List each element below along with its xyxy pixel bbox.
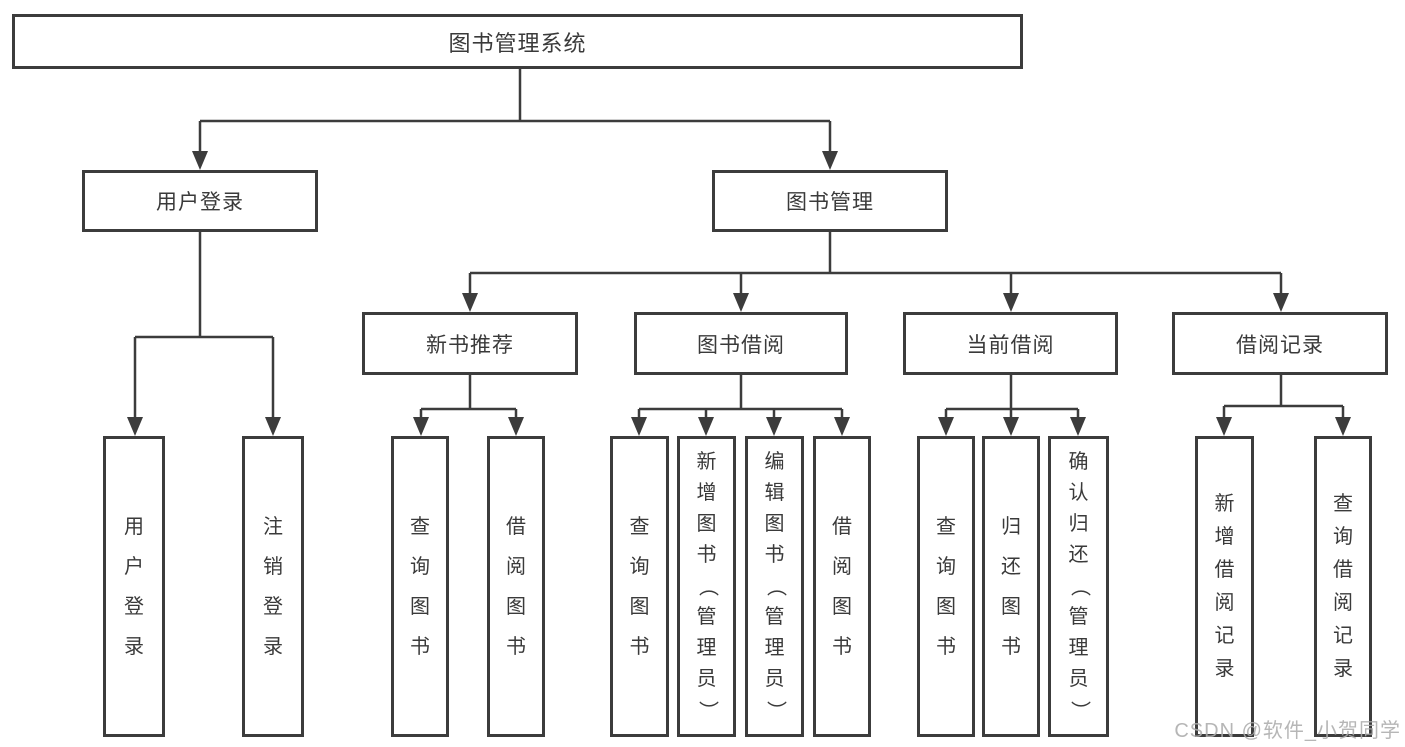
- node-label: 新增图书（管理员）: [696, 451, 718, 721]
- node-leaf-logout: 注销登录: [242, 436, 304, 737]
- node-new-book-recommend: 新书推荐: [362, 312, 578, 375]
- node-label: 借阅记录: [1236, 333, 1324, 357]
- node-book-borrow: 图书借阅: [634, 312, 848, 375]
- connector-user-login-children: [133, 232, 275, 419]
- node-label: 借阅图书: [506, 515, 526, 658]
- node-root-system: 图书管理系统: [12, 14, 1023, 69]
- connector-root-to-level2: [198, 69, 832, 152]
- connector-current-borrow-children: [944, 375, 1080, 419]
- node-leaf-bb-borrow-book: 借阅图书: [813, 436, 871, 737]
- node-label: 查询图书: [936, 515, 956, 658]
- connector-book-borrow-children: [637, 375, 844, 419]
- node-borrow-record: 借阅记录: [1172, 312, 1388, 375]
- csdn-watermark: CSDN @软件_小贺同学: [1174, 720, 1401, 742]
- node-label: 当前借阅: [966, 333, 1055, 357]
- node-label: 查询图书: [410, 515, 430, 658]
- node-leaf-bb-add-book: 新增图书（管理员）: [677, 436, 736, 737]
- connector-book-management-children: [468, 232, 1283, 295]
- connector-new-book-children: [419, 375, 518, 419]
- node-leaf-br-add-record: 新增借阅记录: [1195, 436, 1254, 737]
- node-label: 图书借阅: [697, 333, 785, 357]
- node-label: 注销登录: [263, 515, 283, 658]
- arrowheads-user-login: [127, 417, 281, 436]
- arrowheads-borrow-record: [1216, 417, 1351, 436]
- node-leaf-nb-borrow-book: 借阅图书: [487, 436, 545, 737]
- node-label: 用户登录: [124, 515, 144, 658]
- node-label: 编辑图书（管理员）: [764, 451, 786, 721]
- node-leaf-br-query-record: 查询借阅记录: [1314, 436, 1372, 737]
- arrowheads-level2: [192, 151, 838, 170]
- node-label: 查询图书: [629, 515, 650, 658]
- node-leaf-bb-edit-book: 编辑图书（管理员）: [745, 436, 804, 737]
- node-leaf-cb-query-book: 查询图书: [917, 436, 975, 737]
- arrowheads-new-book: [413, 417, 524, 436]
- node-label: 新书推荐: [426, 333, 514, 357]
- node-label: 查询借阅记录: [1333, 492, 1353, 680]
- node-leaf-user-login: 用户登录: [103, 436, 165, 737]
- node-user-login: 用户登录: [82, 170, 318, 232]
- node-label: 借阅图书: [832, 515, 852, 658]
- arrowheads-level3: [462, 293, 1289, 312]
- node-label: 确认归还（管理员）: [1068, 451, 1090, 721]
- node-label: 新增借阅记录: [1214, 492, 1235, 680]
- node-leaf-cb-confirm-return: 确认归还（管理员）: [1048, 436, 1109, 737]
- node-label: 归还图书: [1001, 515, 1021, 658]
- node-current-borrow: 当前借阅: [903, 312, 1118, 375]
- arrowheads-book-borrow: [631, 417, 850, 436]
- arrowheads-current-borrow: [938, 417, 1086, 436]
- node-book-management: 图书管理: [712, 170, 948, 232]
- node-label: 图书管理系统: [448, 30, 587, 56]
- node-leaf-cb-return-book: 归还图书: [982, 436, 1040, 737]
- node-label: 用户登录: [156, 191, 244, 214]
- node-label: 图书管理: [786, 191, 874, 214]
- node-leaf-nb-query-book: 查询图书: [391, 436, 449, 737]
- node-leaf-bb-query-book: 查询图书: [610, 436, 669, 737]
- connector-borrow-record-children: [1222, 375, 1345, 419]
